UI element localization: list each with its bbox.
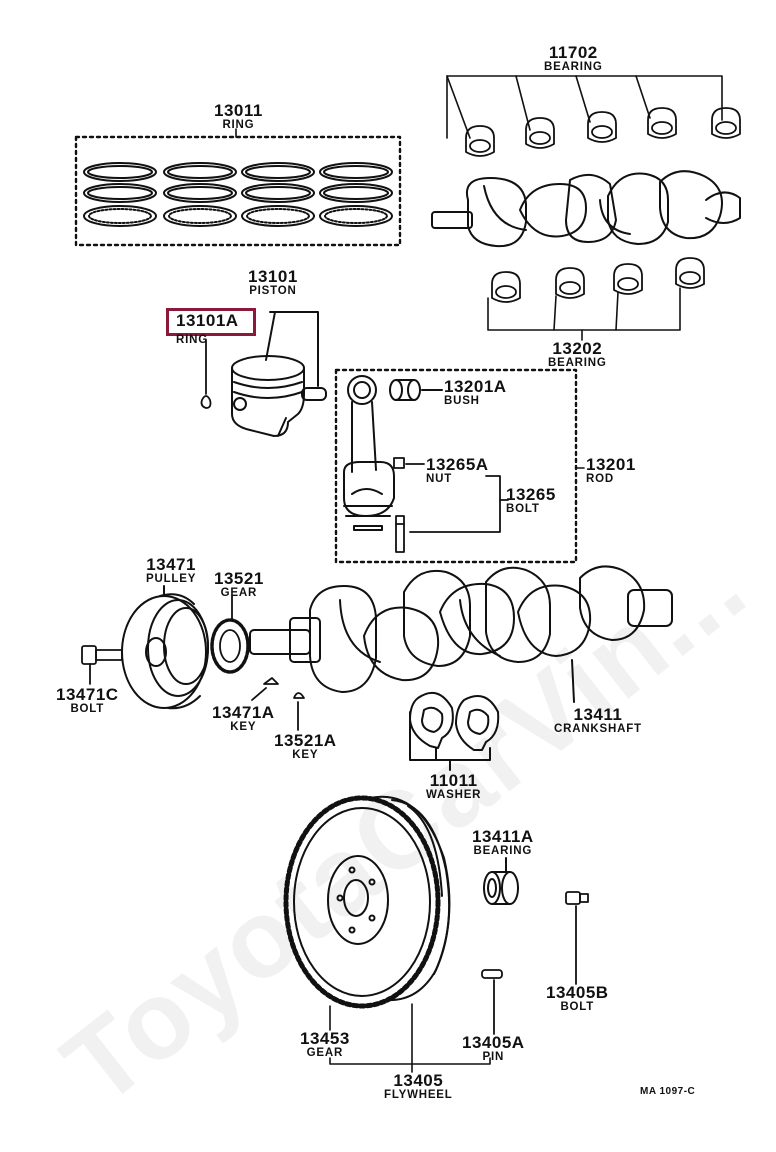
ring-set-13011 xyxy=(74,128,402,247)
bush xyxy=(389,379,443,401)
connecting-rod-box-13201 xyxy=(334,368,585,564)
pilot-bearing-13411A xyxy=(483,857,519,905)
dowel-pin-13405A xyxy=(481,969,503,1035)
crank-gear-13521 xyxy=(210,595,250,674)
piston-pin-clip-13101A xyxy=(200,339,212,409)
piston-13101 xyxy=(231,311,327,437)
highlight-box-13101A xyxy=(166,308,256,336)
keys xyxy=(251,677,305,731)
main-bearings-11702 xyxy=(446,75,741,157)
thrust-washers-11011 xyxy=(409,691,500,771)
crankshaft-13411 xyxy=(249,565,673,703)
connecting-rod xyxy=(343,375,395,531)
rod-nut xyxy=(393,457,425,469)
flywheel-leader xyxy=(329,1003,491,1073)
flywheel-bolt-13405B xyxy=(565,891,589,985)
pulley-bolt-13471C xyxy=(81,645,123,685)
rod-bolt xyxy=(395,475,509,553)
main-bearings-13202 xyxy=(487,257,705,341)
flywheel-13405 xyxy=(283,795,451,1009)
pulley-13471 xyxy=(121,585,209,710)
diagram-code: MA 1097-C xyxy=(640,1086,696,1097)
upper-crankshaft xyxy=(431,170,741,248)
